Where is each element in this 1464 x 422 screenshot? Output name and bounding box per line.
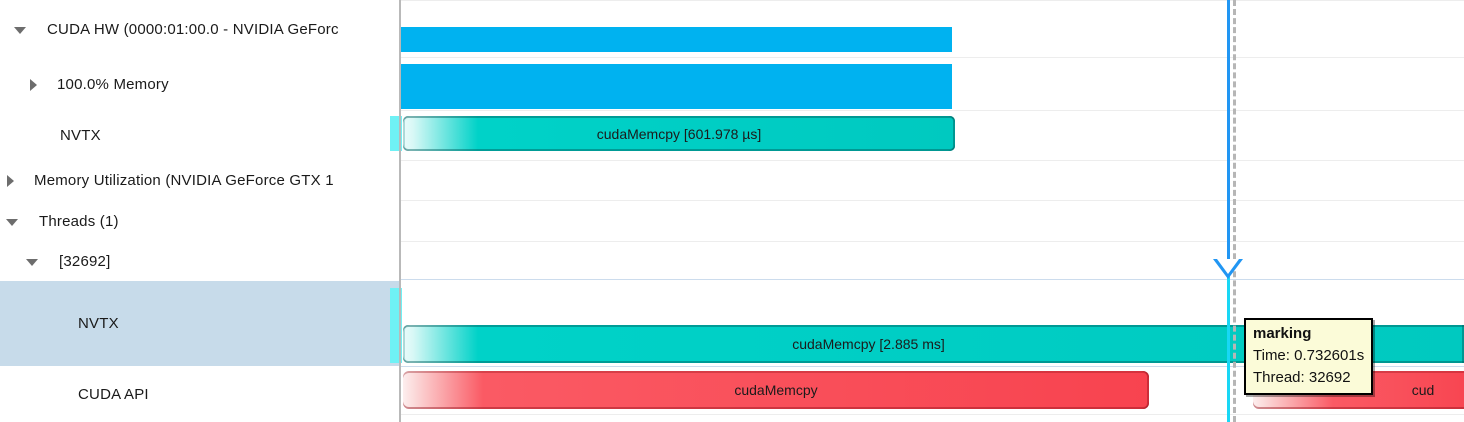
bar-label: cudaMemcpy [601.978 µs] <box>596 125 762 142</box>
sidebar-item-label: CUDA HW (0000:01:00.0 - NVIDIA GeForc <box>47 20 339 38</box>
grid-line <box>401 414 1464 415</box>
sidebar-item-nvtx-hw[interactable]: NVTX <box>0 110 399 160</box>
tooltip-time-value: 0.732601s <box>1294 346 1365 364</box>
timeline-bar-memory-1[interactable] <box>401 27 952 52</box>
chevron-down-icon[interactable] <box>26 256 38 267</box>
grid-line <box>401 110 1464 111</box>
timeline-bar-nvtx-memcpy-hw[interactable]: cudaMemcpy [601.978 µs] <box>403 116 955 151</box>
grid-line <box>401 160 1464 161</box>
tooltip-thread-row: Thread: 32692 <box>1253 367 1364 389</box>
tooltip-time-label: Time: <box>1253 346 1290 364</box>
panel-splitter[interactable] <box>399 0 401 422</box>
sidebar-item-memory-100[interactable]: 100.0% Memory <box>0 58 399 110</box>
sidebar-item-label: NVTX <box>60 126 101 144</box>
chevron-right-icon[interactable] <box>5 175 16 187</box>
sidebar-item-nvtx-thread[interactable]: NVTX <box>0 281 399 366</box>
sidebar-item-label: [32692] <box>59 252 111 270</box>
sidebar-item-label: Threads (1) <box>39 212 119 230</box>
chevron-right-icon[interactable] <box>28 78 39 91</box>
tooltip-title: marking <box>1253 325 1312 342</box>
timeline-cursor-line-lower[interactable] <box>1227 271 1230 422</box>
sidebar-item-cuda-hw[interactable]: CUDA HW (0000:01:00.0 - NVIDIA GeForc <box>0 0 399 58</box>
grid-line <box>401 57 1464 58</box>
sidebar-item-label: 100.0% Memory <box>57 75 169 93</box>
bar-label: cud <box>1411 382 1435 398</box>
sidebar-item-memory-utilization[interactable]: Memory Utilization (NVIDIA GeForce GTX 1 <box>0 160 399 201</box>
timeline-cursor-line[interactable] <box>1227 0 1230 271</box>
timeline-bar-cuda-api-memcpy[interactable]: cudaMemcpy <box>403 371 1149 409</box>
sidebar-item-cuda-api[interactable]: CUDA API <box>0 366 399 422</box>
sidebar-item-threads[interactable]: Threads (1) <box>0 201 399 241</box>
sidebar-item-label: NVTX <box>78 315 119 332</box>
tooltip-time-row: Time: 0.732601s <box>1253 345 1364 367</box>
hover-tooltip: marking Time: 0.732601s Thread: 32692 <box>1244 318 1374 396</box>
chevron-down-icon[interactable] <box>6 216 18 227</box>
grid-line <box>401 200 1464 201</box>
chevron-down-icon[interactable] <box>14 24 26 35</box>
tooltip-thread-value: 32692 <box>1308 368 1351 386</box>
reference-dashed-line <box>1233 0 1236 422</box>
timeline-canvas[interactable]: cudaMemcpy [601.978 µs] cudaMemcpy [2.88… <box>401 0 1464 422</box>
bar-label: cudaMemcpy <box>734 382 818 398</box>
sidebar-item-thread-32692[interactable]: [32692] <box>0 241 399 281</box>
grid-line <box>401 366 1464 367</box>
grid-line <box>401 241 1464 242</box>
grid-line <box>401 0 1464 1</box>
sidebar-item-label: Memory Utilization (NVIDIA GeForce GTX 1 <box>34 172 334 189</box>
timeline-bar-memory-2[interactable] <box>401 64 952 109</box>
bar-label: cudaMemcpy [2.885 ms] <box>792 336 945 352</box>
timeline-marker-triangle[interactable] <box>1213 259 1243 279</box>
tooltip-thread-label: Thread: <box>1253 368 1305 386</box>
row-header-tree: CUDA HW (0000:01:00.0 - NVIDIA GeForc 10… <box>0 0 399 422</box>
sidebar-item-label: CUDA API <box>78 385 149 403</box>
grid-line <box>401 279 1464 280</box>
